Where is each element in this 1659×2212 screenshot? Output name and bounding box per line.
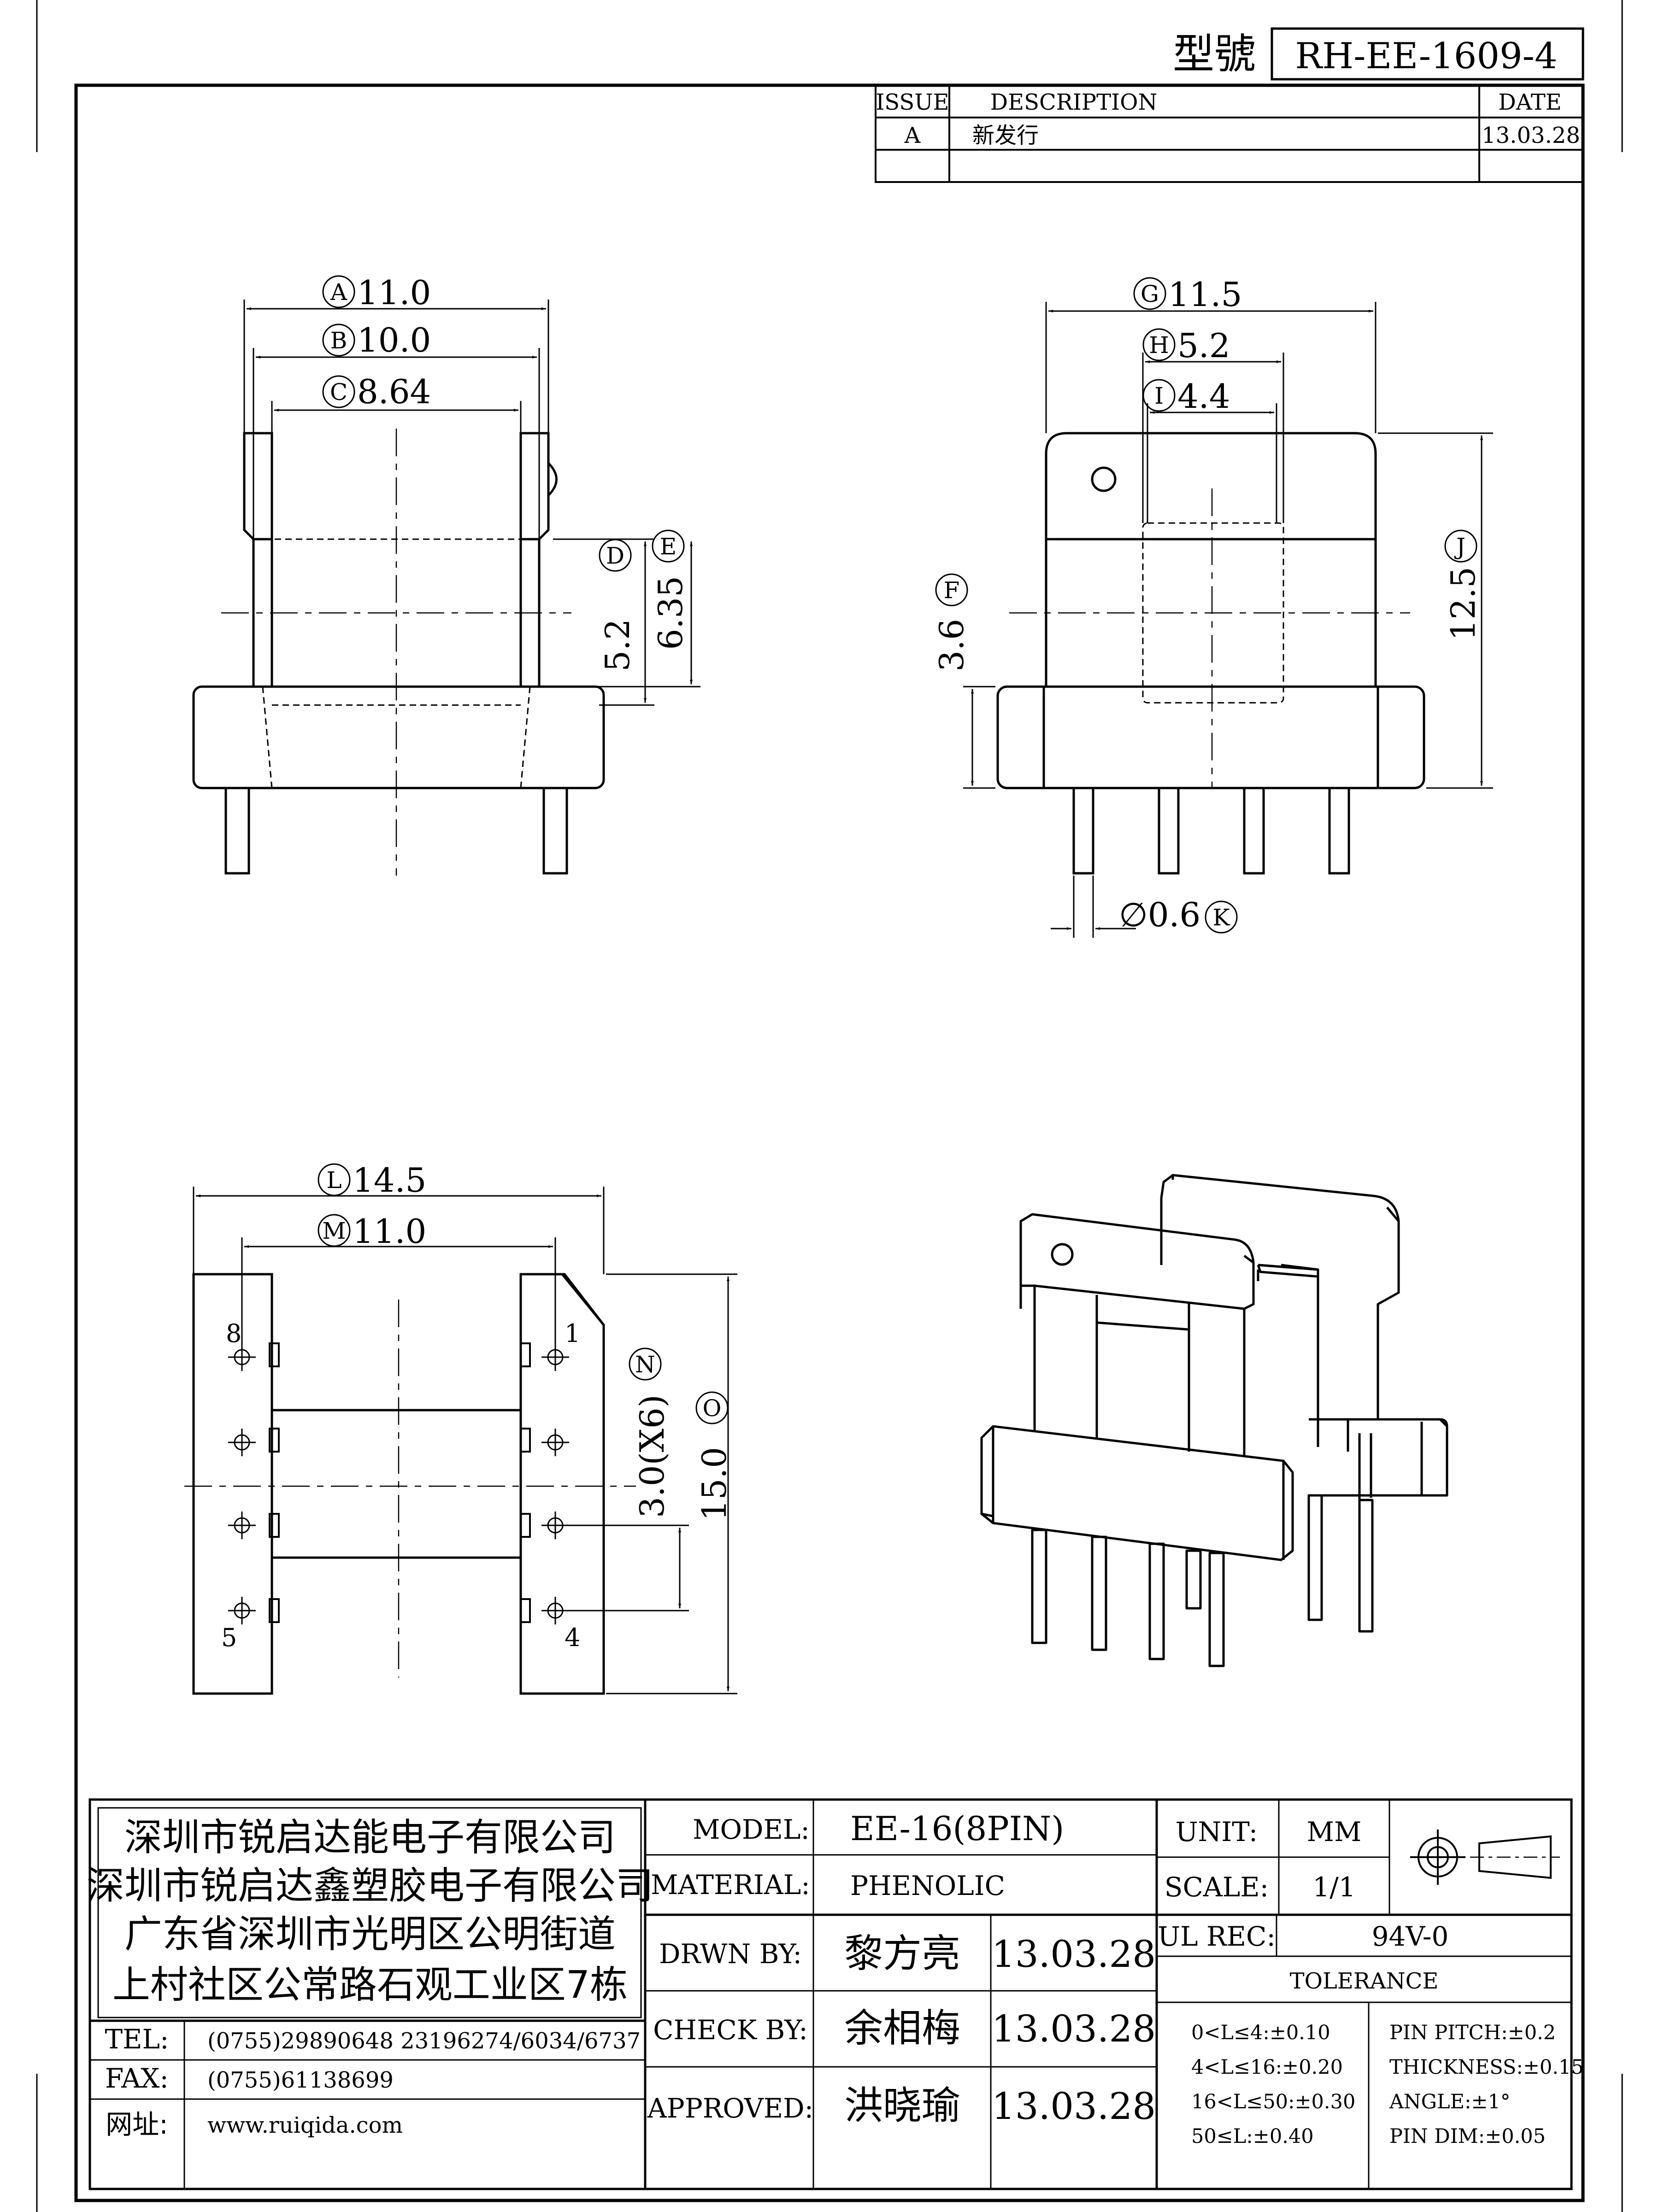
ul-label: UL REC: [1158,1921,1276,1952]
dim-E: 6.35 [651,576,690,650]
tolerance-left-2: 4<L≤16:±0.20 [1191,2056,1343,2079]
tolerance-right-2: THICKNESS:±0.15 [1389,2056,1584,2079]
svg-text:E: E [660,533,677,560]
pin-number-1: 1 [565,1319,580,1348]
dim-J: 12.5 [1444,567,1483,641]
fax-value: (0755)61138699 [207,2067,394,2093]
dim-H: 5.2 [1177,326,1230,365]
ul-value: 94V-0 [1372,1921,1449,1952]
dim-G: 11.5 [1168,275,1242,314]
approved-date: 13.03.28 [992,2085,1156,2128]
pin-markers [228,1343,569,1624]
bottom-view: LM N O 14.5 11.0 3.0(X6) 15.0 8 1 5 4 [184,1161,737,1695]
pin-pads [269,1342,531,1623]
dim-C: 8.64 [357,372,431,411]
svg-text:A: A [330,279,347,306]
web-label: 网址: [106,2109,168,2140]
pin-number-5: 5 [221,1623,237,1652]
unit-label: UNIT: [1176,1816,1258,1847]
model-number: RH-EE-1609-4 [1295,35,1557,77]
pin-number-4: 4 [565,1623,580,1652]
tolerance-right-3: ANGLE:±1° [1389,2090,1510,2113]
col-issue: ISSUE [876,89,949,115]
rev-issue: A [904,123,921,148]
svg-text:F: F [944,577,960,604]
scale-label: SCALE: [1165,1871,1269,1903]
company-line-4: 上村社区公常路石观工业区7栋 [112,1963,628,2007]
tolerance-right-4: PIN DIM:±0.05 [1389,2125,1546,2148]
pin-number-8: 8 [226,1319,241,1348]
col-description: DESCRIPTION [990,89,1158,115]
dim-I: 4.4 [1177,377,1230,416]
isometric-view [980,1174,1448,1667]
dim-F: 3.6 [932,619,971,672]
front-view: ABC D E 11.0 10.0 8.64 5.2 6.35 [192,273,700,876]
front-view-outline [192,432,605,875]
approved-name: 洪晓瑜 [844,2083,960,2128]
svg-text:K: K [1212,904,1230,931]
model-field-value: EE-16(8PIN) [850,1809,1064,1848]
svg-text:I: I [1154,382,1164,409]
drawn-label: DRWN BY: [659,1938,802,1970]
unit-value: MM [1307,1816,1362,1847]
dim-A: 11.0 [357,273,431,312]
side-view: GHI F J K 11.5 5.2 4.4 3.6 12.5 ∅0.6 [932,275,1493,938]
svg-text:B: B [330,327,347,354]
svg-text:H: H [1149,332,1169,359]
svg-text:C: C [330,379,347,406]
svg-text:O: O [703,1395,722,1422]
bottom-view-outline [192,1273,605,1695]
sheet-border [36,0,1623,2212]
title-block: 深圳市锐启达能电子有限公司 深圳市锐启达鑫塑胶电子有限公司 广东省深圳市光明区公… [87,1798,1584,2190]
check-name: 余相梅 [844,2006,960,2051]
company-line-2: 深圳市锐启达鑫塑胶电子有限公司 [87,1864,653,1908]
scale-value: 1/1 [1312,1871,1355,1903]
rev-date: 13.03.28 [1482,123,1580,148]
company-line-3: 广东省深圳市光明区公明街道 [124,1912,616,1956]
model-field-label: MODEL: [693,1814,810,1845]
web-value: www.ruiqida.com [207,2112,403,2138]
check-label: CHECK BY: [653,2014,808,2046]
tel-label: TEL: [105,2024,169,2055]
projection-symbol-icon [1410,1830,1560,1885]
tolerance-left-1: 0<L≤4:±0.10 [1191,2021,1330,2044]
side-view-outline [996,432,1425,875]
material-label: MATERIAL: [651,1869,810,1900]
drawing-number: 型號 RH-EE-1609-4 [1173,27,1584,81]
rev-description: 新发行 [972,123,1039,148]
svg-text:M: M [322,1218,346,1244]
tolerance-left-4: 50≤L:±0.40 [1191,2125,1314,2148]
tolerance-right-1: PIN PITCH:±0.2 [1389,2021,1556,2044]
svg-text:L: L [326,1167,341,1194]
drawn-name: 黎方亮 [844,1931,960,1976]
dim-M: 11.0 [353,1212,426,1251]
dim-B: 10.0 [357,321,431,359]
tolerance-left-3: 16<L≤50:±0.30 [1191,2090,1355,2113]
svg-text:J: J [1454,533,1465,560]
fax-label: FAX: [105,2063,169,2094]
dim-D: 5.2 [598,619,637,672]
dim-O: 15.0 [695,1447,734,1521]
svg-text:G: G [1141,281,1159,307]
revision-table: ISSUE DESCRIPTION DATE A 新发行 13.03.28 [875,84,1584,183]
model-label: 型號 [1173,30,1256,78]
check-date: 13.03.28 [992,2007,1156,2050]
dim-K: ∅0.6 [1119,895,1200,934]
col-date: DATE [1498,89,1562,115]
drawn-date: 13.03.28 [992,1933,1156,1976]
svg-text:N: N [635,1351,655,1378]
company-line-1: 深圳市锐启达能电子有限公司 [124,1816,616,1859]
dim-N: 3.0(X6) [633,1394,671,1518]
tel-value: (0755)29890648 23196274/6034/6737 [207,2028,641,2054]
approved-label: APPROVED: [647,2093,813,2124]
material-value: PHENOLIC [850,1870,1005,1901]
svg-text:D: D [606,542,624,569]
dim-L: 14.5 [353,1161,426,1200]
tolerance-label: TOLERANCE [1290,1968,1439,1994]
